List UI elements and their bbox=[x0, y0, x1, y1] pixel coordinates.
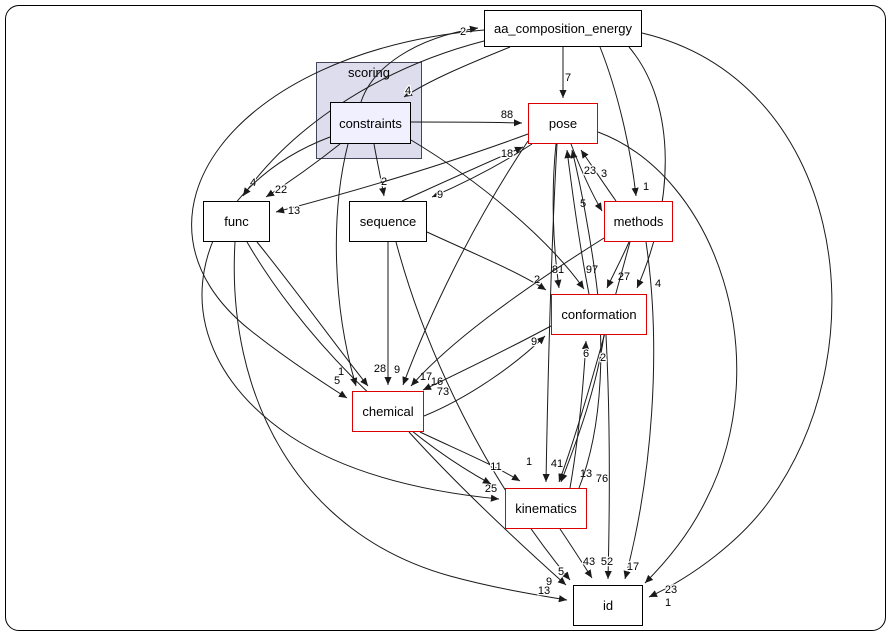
node-methods[interactable]: methods bbox=[604, 201, 673, 242]
node-kinematics[interactable]: kinematics bbox=[505, 488, 587, 529]
node-constraints[interactable]: constraints bbox=[330, 102, 411, 144]
node-chemical[interactable]: chemical bbox=[352, 391, 424, 432]
node-aa_composition_energy[interactable]: aa_composition_energy bbox=[484, 10, 642, 47]
node-id[interactable]: id bbox=[573, 585, 643, 626]
node-pose[interactable]: pose bbox=[528, 103, 598, 144]
node-sequence[interactable]: sequence bbox=[349, 201, 427, 242]
node-func[interactable]: func bbox=[203, 201, 270, 242]
node-conformation[interactable]: conformation bbox=[551, 294, 647, 335]
graph-frame bbox=[5, 5, 886, 631]
cluster-label-scoring[interactable]: scoring bbox=[348, 65, 390, 80]
